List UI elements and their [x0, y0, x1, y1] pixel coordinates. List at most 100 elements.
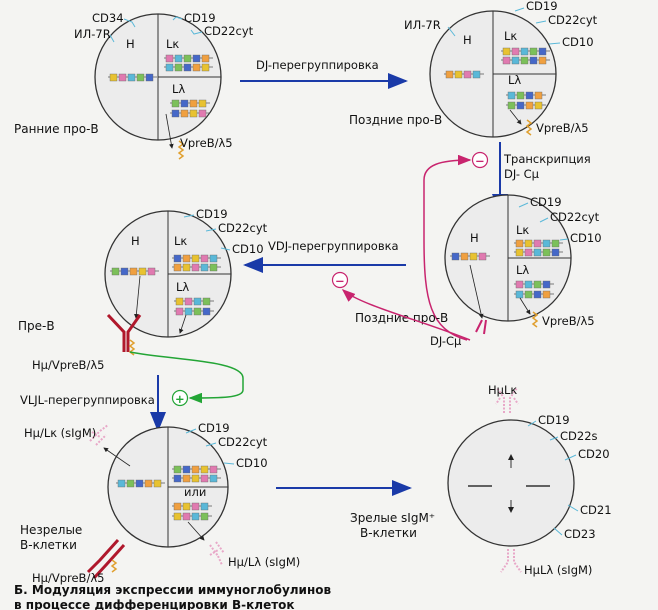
gene-segment [147, 267, 156, 276]
gene-segment [198, 99, 207, 108]
marker-leader [549, 436, 559, 441]
label-vljl-rearrangement: VLJL-перегруппировка [20, 393, 155, 407]
marker-cd22cyt: CD22cyt [218, 221, 268, 235]
surface-receptor-squiggle [525, 119, 533, 136]
marker-cd19: CD19 [198, 421, 230, 435]
marker-cd22cyt: CD22cyt [550, 210, 600, 224]
gene-segment [109, 73, 118, 82]
label-transcription: Транскрипция [503, 152, 591, 166]
gene-segment [460, 252, 469, 261]
sigm-top-label: Hμ/Lκ (sIgM) [24, 426, 96, 440]
pointer-line [103, 447, 131, 467]
marker-leader [559, 238, 569, 241]
gene-segment-row [514, 239, 563, 248]
pre-bcr-label: Hμ/VpreB/λ5 [32, 571, 104, 585]
gene-segment [175, 307, 184, 316]
surface-label: VpreB/λ5 [542, 314, 595, 328]
kappa-label: Lκ [516, 223, 529, 237]
gene-segment [542, 248, 551, 257]
marker-cd10: CD10 [232, 242, 264, 256]
pre-bcr-receptor [86, 538, 126, 580]
gene-segment [200, 465, 209, 474]
marker-cd22s: CD22s [560, 429, 598, 443]
marker-leader [223, 462, 235, 465]
gene-segment [135, 479, 144, 488]
minus-symbol: − [335, 274, 345, 288]
lambda-label: Lλ [176, 280, 189, 294]
gene-segment [542, 239, 551, 248]
gene-segment-row [170, 109, 210, 118]
gene-segment [184, 297, 193, 306]
gene-segment [209, 474, 218, 483]
cell-pre-b: H Lκ Lλ CD19 CD22cyt CD10 Hμ/VpreB/λ5 Пр… [18, 207, 268, 372]
gene-segment [182, 502, 191, 511]
stage-name-line-2: В-клетки [360, 526, 417, 540]
gene-segment [165, 54, 174, 63]
marker-cd19: CD19 [184, 11, 216, 25]
gene-segment-row [172, 474, 221, 483]
stage-name: Пре-В [18, 319, 55, 333]
gene-segment [538, 56, 547, 65]
gene-segment [463, 70, 472, 79]
gene-segment [191, 254, 200, 263]
surface-label: VpreB/λ5 [536, 121, 589, 135]
gene-segment [525, 101, 534, 110]
gene-segment [183, 54, 192, 63]
kappa-label: Lκ [174, 234, 187, 248]
gene-segment [173, 474, 182, 483]
marker-leader [447, 26, 456, 37]
pointer-line [187, 521, 205, 541]
gene-segment [191, 465, 200, 474]
gene-segment [200, 254, 209, 263]
marker-leader [183, 214, 195, 218]
surface-receptor-squiggle [531, 311, 539, 328]
marker-leader [205, 228, 217, 232]
gene-segment [200, 512, 209, 521]
surface-label: Hμ/VpreB/λ5 [32, 358, 104, 372]
gene-segment [138, 267, 147, 276]
marker-leader [185, 428, 197, 434]
sigm-bottom [500, 549, 522, 573]
gene-segment [502, 56, 511, 65]
marker-cd19: CD19 [526, 0, 558, 13]
gene-segment-row [108, 73, 157, 82]
sigm-top [495, 387, 519, 413]
gene-segment [136, 73, 145, 82]
dj-cmu-protein [475, 319, 487, 335]
gene-segment [118, 73, 127, 82]
gene-segment [507, 91, 516, 100]
stage-name: Поздние про-В [349, 113, 442, 127]
stage-name: Незрелые В-клетки [20, 523, 86, 552]
marker-cd21: CD21 [580, 503, 612, 517]
gene-segment [529, 47, 538, 56]
gene-segment-row [172, 465, 221, 474]
gene-segment [502, 47, 511, 56]
activation-sign [171, 389, 189, 407]
sigm-top-label: HμLκ [488, 383, 517, 397]
sigm-top [89, 424, 109, 446]
gene-segment [209, 263, 218, 272]
gene-segment [551, 248, 560, 257]
gene-segment [111, 267, 120, 276]
heavy-chain-label: H [126, 37, 135, 51]
marker-leader [527, 420, 537, 427]
gene-segment [173, 254, 182, 263]
feedback-loop-vdj [341, 289, 471, 341]
gene-segment [182, 474, 191, 483]
gene-segment [533, 290, 542, 299]
gene-segment [515, 280, 524, 289]
stage-name-line-1: Незрелые [20, 523, 82, 537]
marker-leader [553, 527, 563, 536]
gene-segment [127, 73, 136, 82]
gene-segment [524, 248, 533, 257]
gene-segment [202, 307, 211, 316]
gene-segment-row [514, 290, 554, 299]
gene-segment [171, 99, 180, 108]
gene-segment [201, 63, 210, 72]
pointer-line [469, 264, 484, 319]
inhibition-sign [471, 151, 489, 169]
gene-segment-row [172, 263, 221, 272]
gene-segment [524, 239, 533, 248]
gene-segment [198, 109, 207, 118]
gene-segment [171, 109, 180, 118]
